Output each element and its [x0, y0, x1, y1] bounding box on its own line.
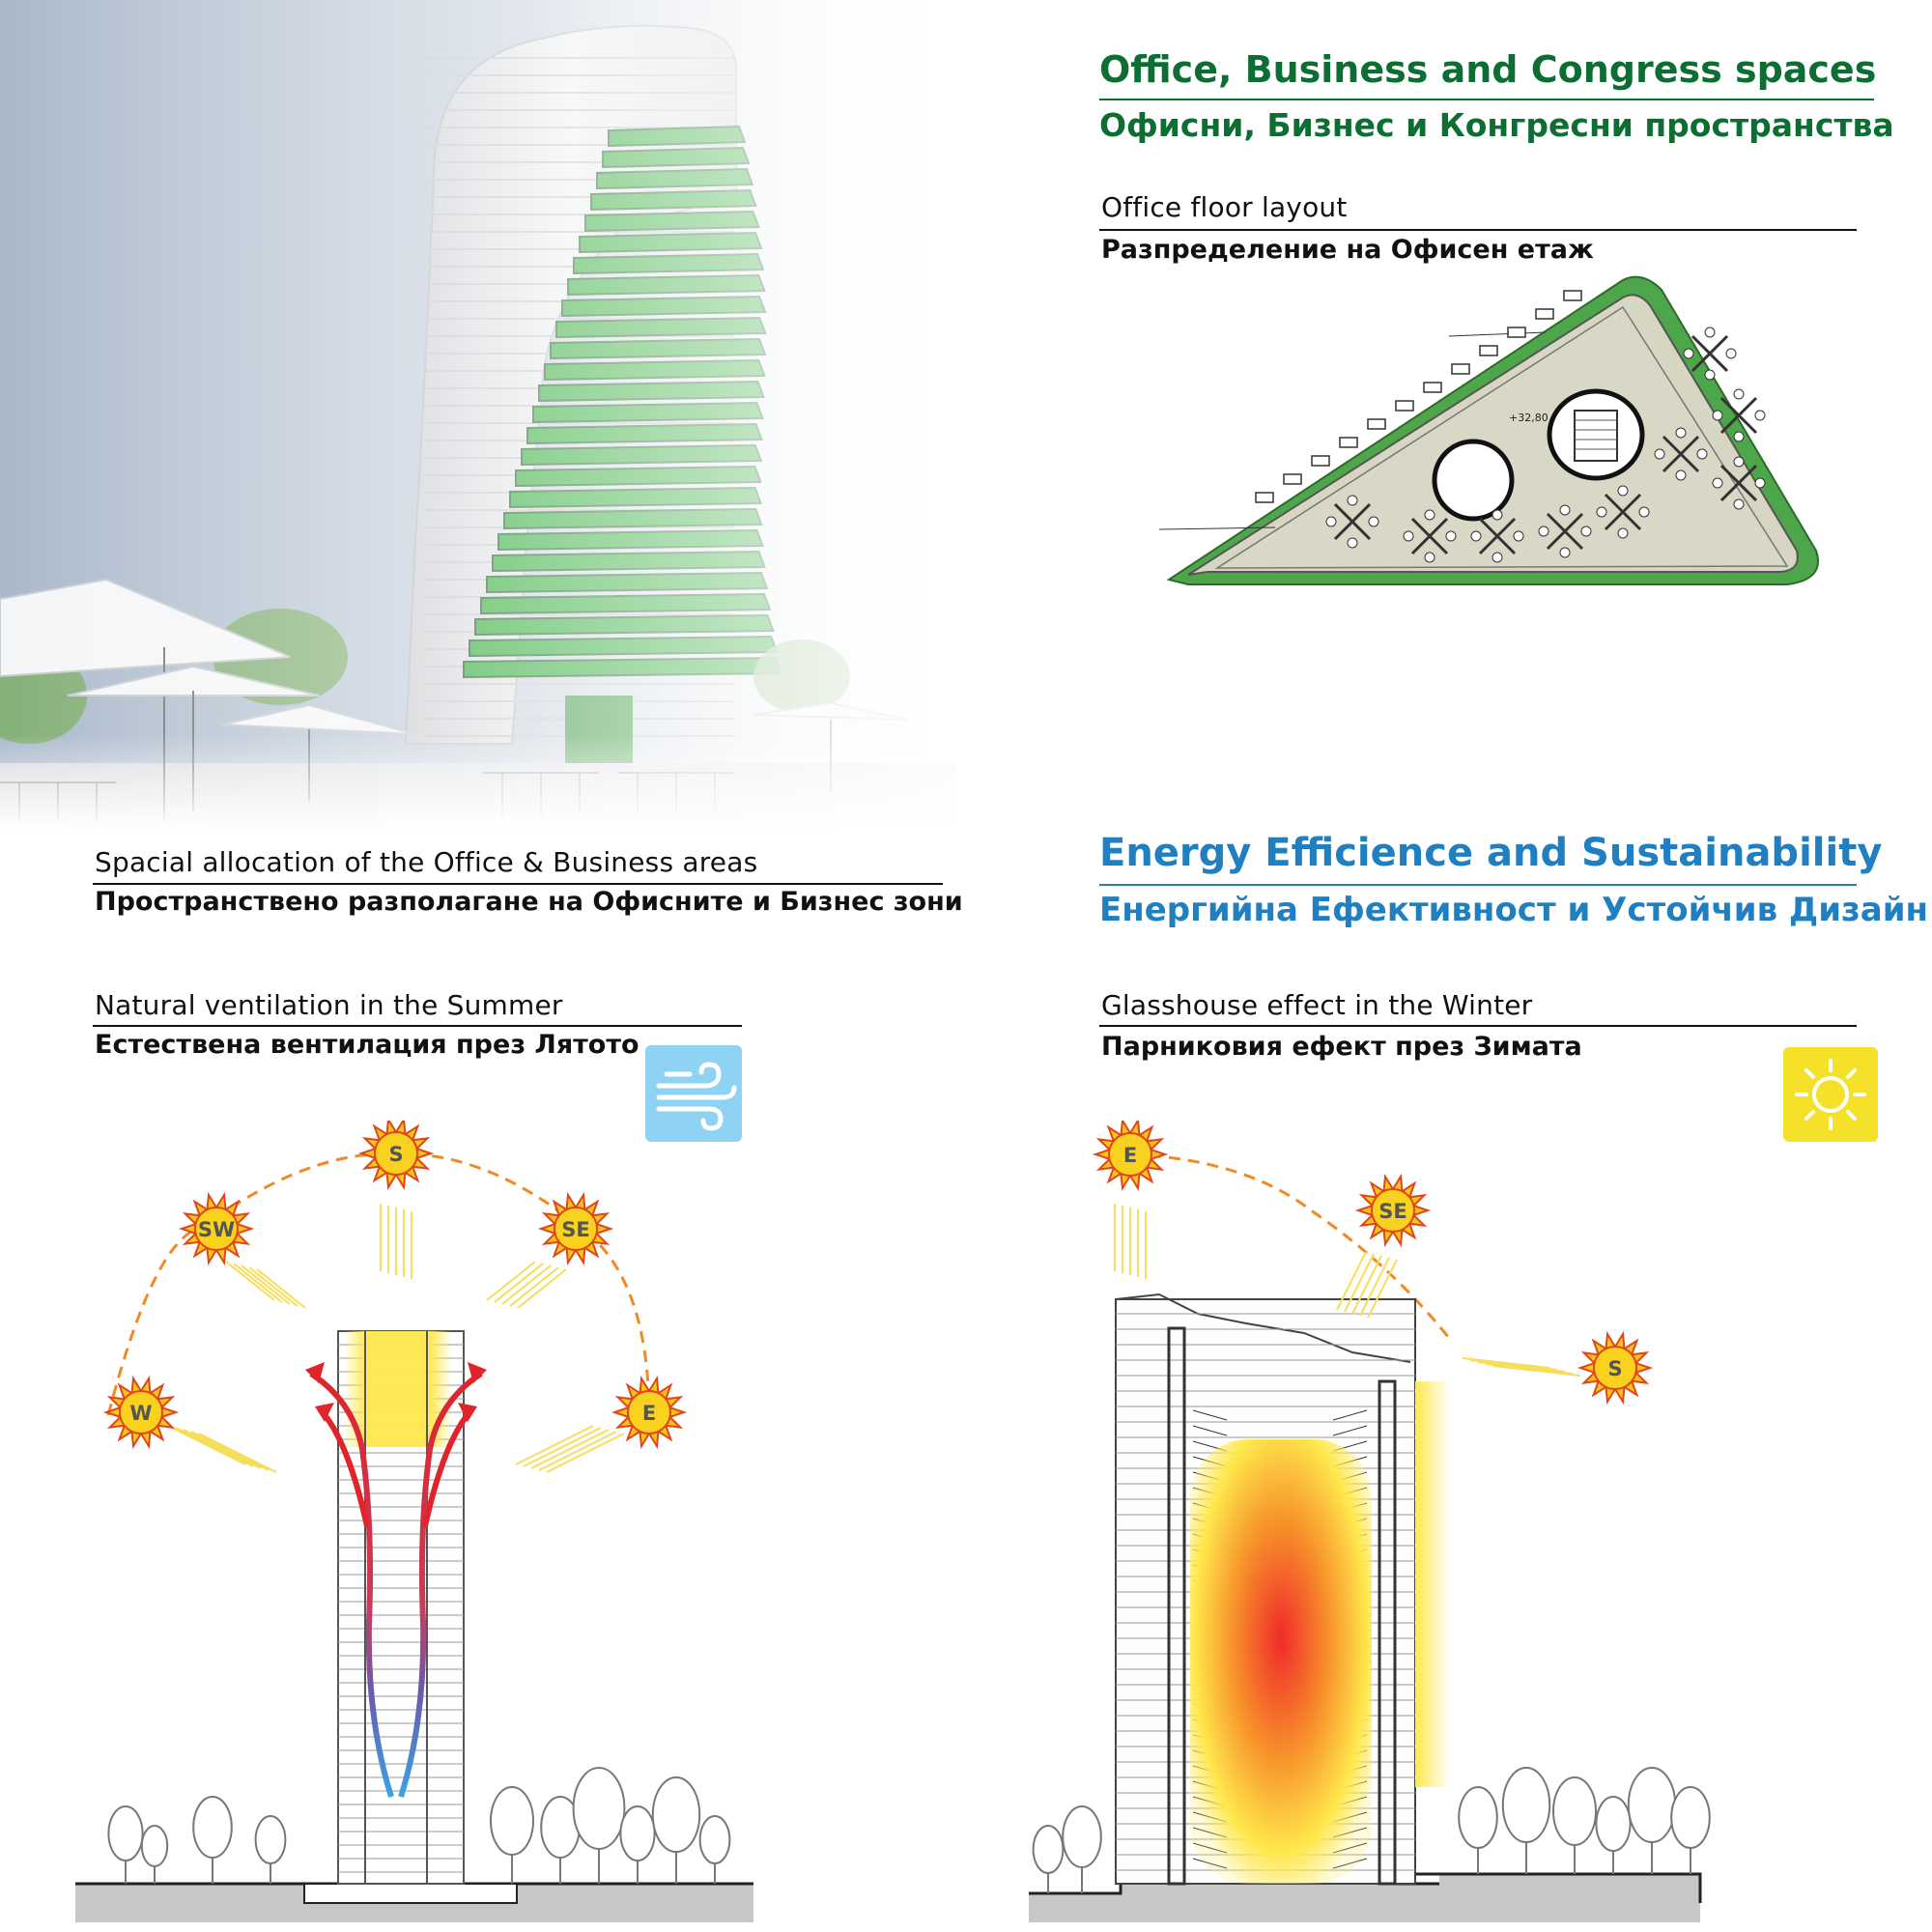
- desk: [1535, 308, 1554, 320]
- desk: [1451, 363, 1470, 375]
- sun-se: SE: [1354, 1173, 1432, 1248]
- summer-section-diagram: W SW S SE E: [75, 1121, 753, 1922]
- sun-s: S: [1577, 1330, 1654, 1406]
- tree-outline: [1627, 1767, 1677, 1874]
- tree-outline: [140, 1825, 169, 1884]
- office-layout-subtitle: Разпределение на Офисен етаж: [1101, 235, 1594, 265]
- rendering-subtitle: Пространствено разполагане на Офисните и…: [95, 887, 963, 917]
- desk-cluster: [1538, 504, 1592, 558]
- energy-heading-bg: Енергийна Ефективност и Устойчив Дизайн: [1099, 891, 1929, 929]
- desk: [1311, 455, 1330, 467]
- summer-subtitle: Естествена вентилация през Лятото: [95, 1030, 639, 1060]
- desk-cluster: [1683, 327, 1737, 381]
- winter-tower: [1115, 1293, 1450, 1886]
- sun-e: E: [1092, 1121, 1169, 1192]
- tower-rendering: [0, 0, 956, 831]
- desk-cluster: [1712, 456, 1766, 510]
- desk: [1395, 400, 1414, 412]
- sun-e: E: [611, 1375, 688, 1450]
- desk: [1563, 290, 1582, 301]
- sun-label: SW: [198, 1218, 235, 1241]
- sun-label: E: [642, 1402, 656, 1425]
- tree-outline: [254, 1815, 287, 1884]
- rendering-title: Spacial allocation of the Office & Busin…: [95, 846, 758, 878]
- desk: [1479, 345, 1498, 356]
- energy-heading-rule: [1099, 884, 1857, 886]
- sun-se: SE: [537, 1191, 614, 1266]
- winter-subtitle: Парниковия ефект през Зимата: [1101, 1032, 1582, 1062]
- desk-cluster: [1712, 388, 1766, 442]
- summer-title: Natural ventilation in the Summer: [95, 989, 563, 1021]
- tree-outline: [1552, 1776, 1597, 1874]
- sun-label: W: [129, 1402, 152, 1425]
- tree-outline: [1062, 1805, 1102, 1893]
- office-heading-rule: [1099, 99, 1874, 100]
- tree-outline: [619, 1805, 656, 1884]
- desk: [1507, 327, 1526, 338]
- desk-clusters: [1255, 290, 1766, 563]
- tree-outline: [1670, 1786, 1711, 1874]
- sun-sw: SW: [178, 1191, 255, 1266]
- summer-rule: [93, 1025, 742, 1027]
- tree-outline: [572, 1767, 626, 1884]
- desk: [1255, 492, 1274, 503]
- tree-outline: [1032, 1825, 1065, 1893]
- office-layout-title: Office floor layout: [1101, 191, 1348, 223]
- tree-outline: [490, 1786, 534, 1884]
- tree-outline: [651, 1776, 701, 1884]
- wind-icon: [645, 1045, 742, 1142]
- desk-cluster: [1654, 427, 1708, 481]
- level-label: +32,80: [1509, 412, 1548, 424]
- desk: [1339, 437, 1358, 448]
- sun-label: SE: [1378, 1200, 1406, 1223]
- sun-icon: [1783, 1047, 1878, 1142]
- desk-cluster: [1596, 485, 1650, 539]
- sun-s: S: [357, 1121, 435, 1191]
- tree-outline: [1458, 1786, 1498, 1874]
- office-floor-plan: +32,80: [1159, 275, 1819, 585]
- energy-heading-en: Energy Efficience and Sustainability: [1099, 831, 1883, 875]
- sun-label: S: [1607, 1357, 1622, 1380]
- desk-cluster: [1403, 509, 1457, 563]
- tree-outline: [192, 1796, 233, 1884]
- desk: [1423, 382, 1442, 393]
- tree-outline: [1501, 1767, 1551, 1874]
- sun-w: W: [102, 1375, 180, 1450]
- sun-label: E: [1123, 1144, 1137, 1167]
- winter-rule: [1099, 1025, 1857, 1027]
- tower-rendering-image: [0, 0, 956, 831]
- desk-cluster: [1470, 509, 1524, 563]
- sun-label: SE: [561, 1218, 589, 1241]
- tree-outline: [698, 1815, 731, 1884]
- winter-section-diagram: E SE S: [1029, 1121, 1711, 1922]
- tree-outline: [1595, 1796, 1632, 1874]
- desk: [1367, 418, 1386, 430]
- stair-core: [1432, 388, 1645, 522]
- winter-title: Glasshouse effect in the Winter: [1101, 989, 1533, 1021]
- office-heading-en: Office, Business and Congress spaces: [1099, 48, 1877, 91]
- office-heading-bg: Офисни, Бизнес и Конгресни пространства: [1099, 106, 1894, 144]
- desk: [1283, 473, 1302, 485]
- tree-outline: [107, 1805, 144, 1884]
- sun-label: S: [388, 1143, 403, 1166]
- office-layout-rule: [1099, 229, 1857, 231]
- desk-cluster: [1325, 495, 1379, 549]
- arrow-heads: [305, 1362, 487, 1422]
- rendering-rule: [93, 883, 943, 885]
